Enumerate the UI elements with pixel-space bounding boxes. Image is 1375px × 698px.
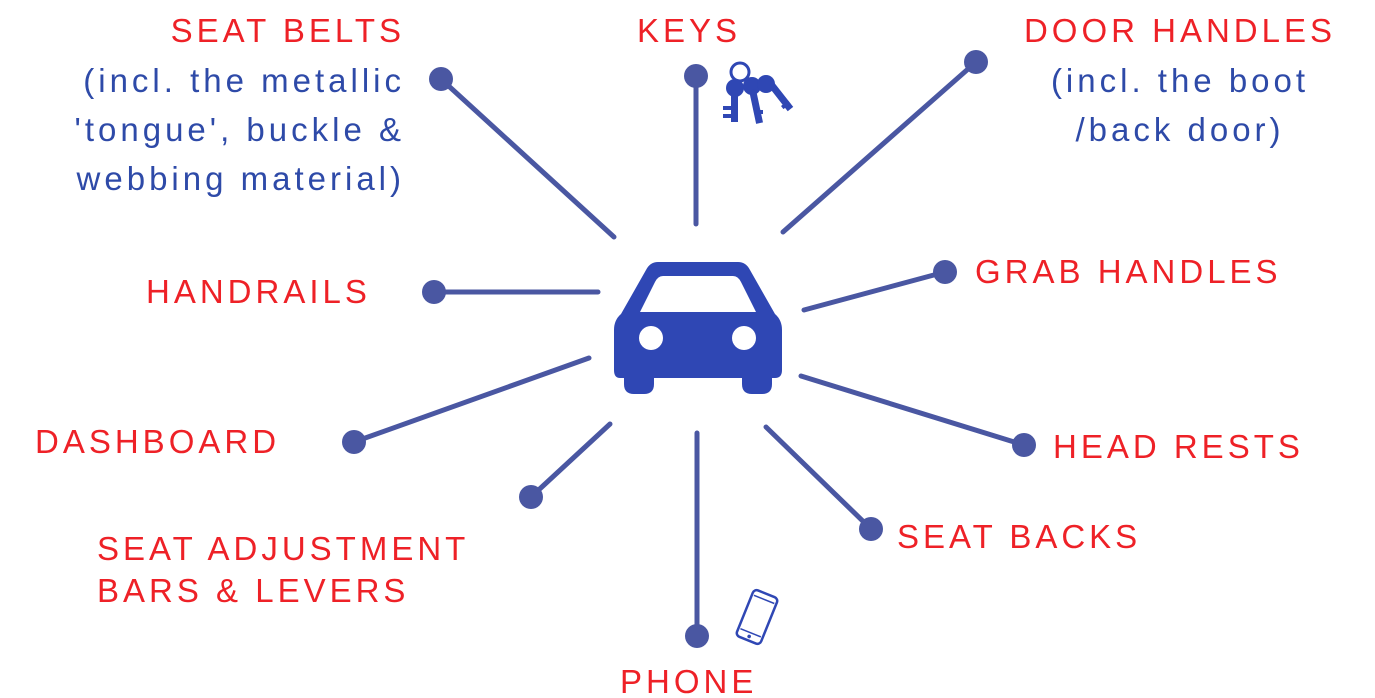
door-handles-note-line-1: (incl. the boot [1050,62,1310,99]
connector-seat-belts [438,76,617,240]
label-grab-handles: GRAB HANDLES [975,253,1282,290]
seat-belts-note-line-2: 'tongue', buckle & [74,111,405,148]
dot-door-handles [964,50,988,74]
connector-seat-adjustment [528,421,613,500]
seat-adjustment-title-line-2: BARS & LEVERS [97,572,410,609]
label-dashboard: DASHBOARD [35,423,281,460]
seat-adjustment-title-line-1: SEAT ADJUSTMENT [97,530,470,567]
car-icon [614,262,782,394]
connector-grab-handles [801,269,948,313]
dot-dashboard [342,430,366,454]
seat-belts-note-line-1: (incl. the metallic [83,62,405,99]
dot-head-rests [1012,433,1036,457]
label-seat-backs: SEAT BACKS [897,518,1142,555]
dot-seat-adjustment [519,485,543,509]
dot-keys [684,64,708,88]
connector-dashboard [351,355,592,445]
connector-seat-backs [763,424,874,532]
door-handles-note-line-2: /back door) [1075,111,1285,148]
label-head-rests: HEAD RESTS [1053,428,1304,465]
dot-grab-handles [933,260,957,284]
label-seat-belts: SEAT BELTS (incl. the metallic 'tongue',… [75,13,405,197]
dot-seat-belts [429,67,453,91]
label-phone: PHONE [620,663,758,698]
label-keys: KEYS [637,12,742,49]
connector-head-rests [798,373,1027,448]
label-handrails: HANDRAILS [146,273,371,310]
phone-icon [735,588,779,646]
label-seat-adjustment: SEAT ADJUSTMENT BARS & LEVERS [97,531,469,609]
keys-icon [723,61,794,124]
dot-seat-backs [859,517,883,541]
seat-belts-note-line-3: webbing material) [76,160,405,197]
dot-handrails [422,280,446,304]
connector-door-handles [780,59,979,235]
door-handles-title: DOOR HANDLES [1023,12,1337,49]
dot-phone [685,624,709,648]
label-door-handles: DOOR HANDLES (incl. the boot /back door) [995,13,1365,148]
seat-belts-title: SEAT BELTS [170,12,405,49]
